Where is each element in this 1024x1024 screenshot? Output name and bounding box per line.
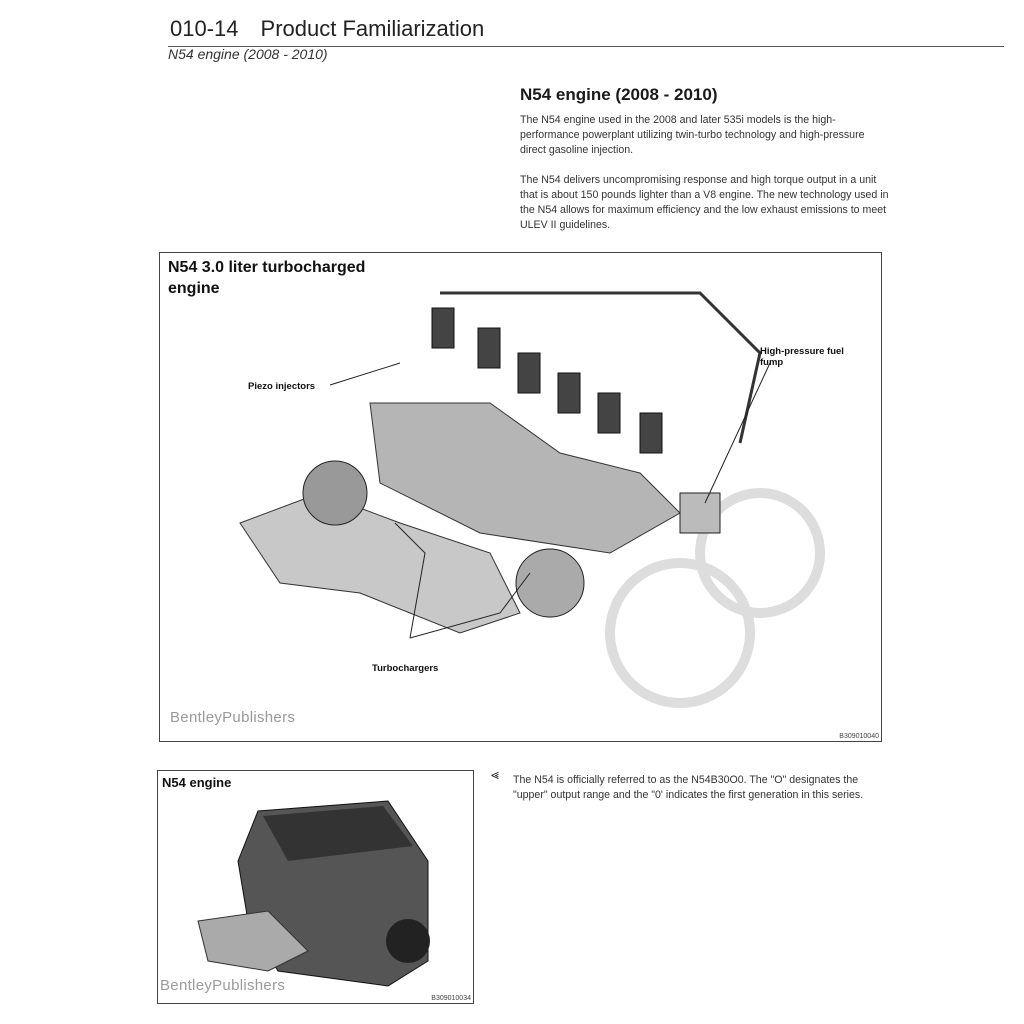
pointer-arrow-icon: ⪡ [491, 766, 499, 782]
paragraph: The N54 engine used in the 2008 and late… [520, 114, 865, 156]
header-rule [168, 46, 1004, 47]
figure-turbo-engine: N54 3.0 liter turbocharged engine Piezo … [159, 252, 882, 742]
figure-title: N54 3.0 liter turbocharged engine [168, 259, 366, 297]
watermark: BentleyPublishers [170, 709, 296, 726]
engine-illustration [239, 291, 825, 708]
article-heading: N54 engine (2008 - 2010) [520, 85, 718, 104]
engine-photo [197, 800, 430, 987]
note-text: The N54 is officially referred to as the… [513, 774, 864, 801]
paragraph: The N54 delivers uncompromising response… [520, 174, 889, 231]
page-number: 010-14 [170, 16, 239, 41]
callout-turbochargers: Turbochargers [372, 663, 439, 674]
callout-fuel-pump: High-pressure fuel fump [760, 346, 844, 368]
figure-code: B309010034 [431, 995, 471, 1002]
watermark: BentleyPublishers [160, 977, 286, 994]
page-header: 010-14 Product Familiarization [170, 16, 484, 42]
figure-engine: N54 engine BentleyPublishers B309010034 [157, 770, 474, 1004]
figure-code: B309010040 [839, 733, 879, 740]
figure-title: N54 engine [162, 775, 232, 790]
callout-piezo-injectors: Piezo injectors [248, 381, 316, 392]
page-subtitle: N54 engine (2008 - 2010) [168, 46, 328, 62]
section-title: Product Familiarization [260, 16, 485, 41]
